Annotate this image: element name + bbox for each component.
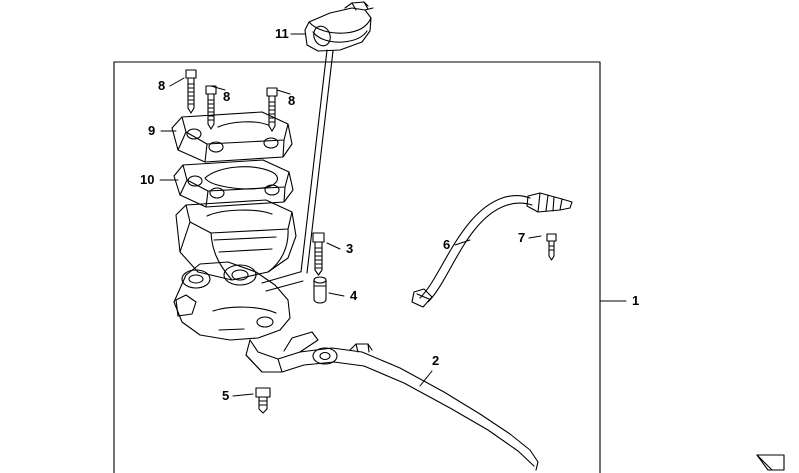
leader-8b: [210, 85, 226, 91]
callout-8-c: 8: [288, 93, 296, 108]
callout-10: 10: [140, 172, 155, 187]
diagram-frame: [113, 61, 601, 473]
part-2-lever-body: [173, 261, 304, 341]
leader-8c: [276, 89, 291, 95]
part-3-bolt: [312, 232, 325, 276]
callout-7: 7: [518, 230, 526, 245]
leader-6: [454, 239, 471, 246]
leader-lines: [159, 33, 627, 397]
callout-11: 11: [275, 26, 289, 41]
callout-4: 4: [350, 288, 358, 303]
part-5-bolt: [255, 387, 271, 414]
callout-3: 3: [346, 241, 354, 256]
leader-8a: [169, 77, 185, 87]
part-7-screw: [546, 233, 557, 261]
leader-2: [419, 370, 433, 387]
callout-9: 9: [148, 123, 156, 138]
part-8-screw-c: [266, 87, 278, 132]
part-8-screw-b: [205, 85, 217, 130]
callout-2: 2: [432, 353, 440, 368]
leader-7: [528, 235, 542, 239]
callout-8-a: 8: [158, 78, 166, 93]
leader-5: [232, 393, 254, 397]
callout-1: 1: [632, 293, 640, 308]
part-2-lever-arm: [245, 331, 539, 471]
leader-3: [326, 242, 341, 250]
part-4-pin: [313, 276, 327, 304]
part-11-upper-clamp: [304, 1, 374, 52]
leader-4: [328, 292, 345, 297]
part-2-reservoir-housing: [175, 199, 297, 281]
corner-mark: [756, 454, 785, 471]
part-9-cover-plate: [171, 111, 293, 163]
part-10-gasket-plate: [173, 159, 294, 208]
callout-5: 5: [222, 388, 230, 403]
part-6-cable-harness: [411, 195, 533, 308]
part-11-rod: [300, 49, 334, 274]
part-8-screw-a: [185, 69, 197, 114]
callout-8-b: 8: [223, 89, 231, 104]
part-7-connector-plug: [526, 192, 573, 213]
callout-6: 6: [443, 237, 451, 252]
